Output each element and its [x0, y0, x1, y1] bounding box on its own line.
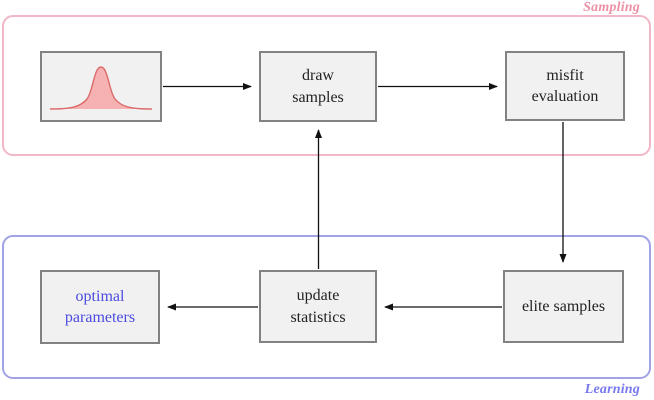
- update-statistics-box: update statistics: [259, 270, 377, 343]
- learning-group-frame: [2, 235, 651, 379]
- draw-samples-box: draw samples: [259, 51, 377, 122]
- misfit-evaluation-box: misfit evaluation: [505, 51, 625, 121]
- optimal-parameters-box: optimal parameters: [40, 270, 160, 344]
- learning-group-label: Learning: [584, 382, 640, 397]
- sampling-distribution-box: [40, 51, 162, 122]
- sampling-group-frame: [2, 15, 651, 156]
- gaussian-distribution-icon: [49, 66, 153, 110]
- sampling-group-label: Sampling: [583, 0, 640, 15]
- elite-samples-box: elite samples: [503, 270, 624, 343]
